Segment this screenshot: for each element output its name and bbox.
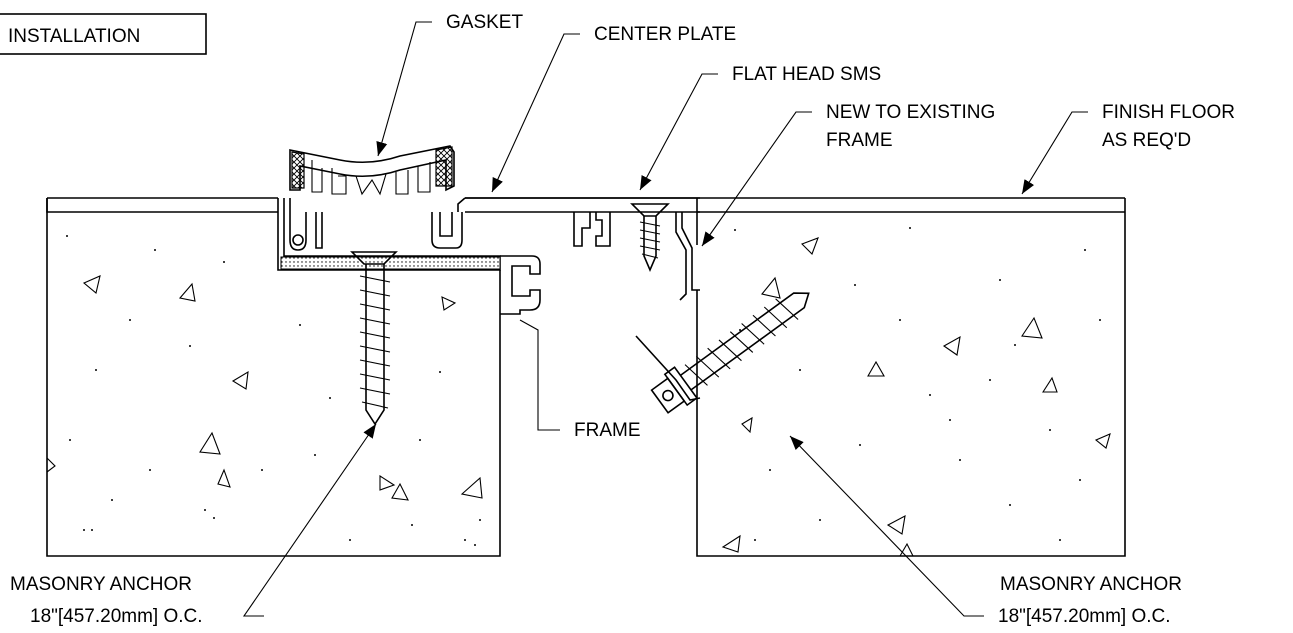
right-anchor-label-line2: 18"[457.20mm] O.C.	[998, 606, 1171, 627]
left-anchor-leader	[242, 423, 377, 617]
gasket	[289, 145, 455, 196]
right-anchor-leader	[789, 435, 984, 617]
title-box-text: INSTALLATION	[8, 26, 140, 47]
flat-head-sms-label: FLAT HEAD SMS	[732, 64, 881, 85]
center-plate-label: CENTER PLATE	[594, 24, 736, 45]
right-concrete-slab	[465, 197, 1126, 557]
angle-bracket-outline	[635, 335, 701, 401]
left-aggregate-triangles	[46, 275, 483, 501]
frame-leader	[519, 319, 560, 431]
new-to-existing-label-line1: NEW TO EXISTING	[826, 102, 995, 123]
center-plate-leader	[491, 33, 580, 193]
right-aggregate-dots	[734, 227, 1101, 541]
finish-floor-label-line1: FINISH FLOOR	[1102, 102, 1235, 123]
title-box: INSTALLATION	[0, 13, 207, 55]
right-aggregate-triangles	[721, 237, 1111, 557]
left-aggregate-dots	[66, 235, 481, 546]
gasket-leader	[376, 21, 432, 157]
frame-label: FRAME	[574, 420, 641, 441]
gasket-label: GASKET	[446, 12, 523, 33]
flat-head-sms-leader	[639, 73, 718, 191]
left-masonry-anchor	[350, 251, 398, 426]
left-anchor-label-line1: MASONRY ANCHOR	[10, 574, 192, 595]
bedding-layer	[280, 256, 501, 270]
left-anchor-label-line2: 18"[457.20mm] O.C.	[30, 606, 203, 627]
frame-assembly	[277, 197, 700, 315]
flat-head-sms-screw	[630, 203, 670, 273]
new-to-existing-frame-leader	[701, 111, 812, 247]
left-concrete-slab	[46, 197, 501, 557]
leader-lines	[242, 21, 1088, 617]
finish-floor-label-line2: AS REQ'D	[1102, 130, 1191, 151]
right-anchor-label-line1: MASONRY ANCHOR	[1000, 574, 1182, 595]
new-to-existing-label-line2: FRAME	[826, 130, 893, 151]
finish-floor-leader	[1021, 111, 1088, 195]
right-masonry-anchor	[650, 292, 810, 414]
